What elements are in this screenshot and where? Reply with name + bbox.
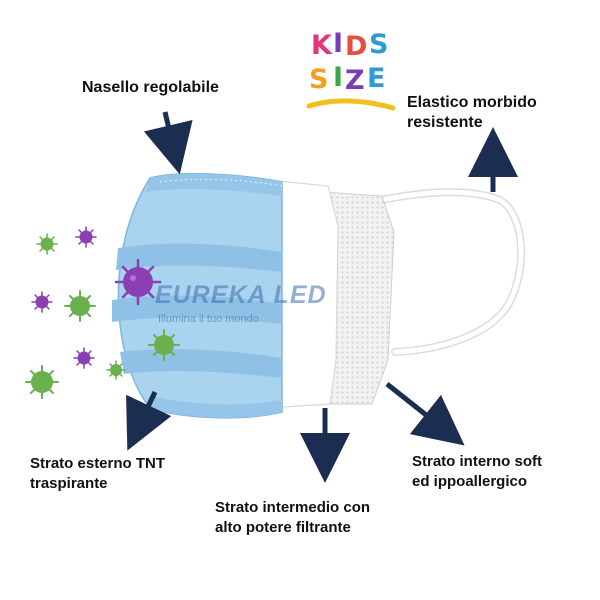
ear-loop — [356, 188, 526, 356]
logo-letter: S — [369, 29, 388, 60]
virus-icon — [114, 258, 162, 306]
watermark-tagline: Illumina il tuo mondo — [158, 313, 259, 325]
arrow-icon — [143, 111, 193, 175]
arrow-icon — [385, 382, 465, 446]
label-outer-layer: Strato esterno TNT traspirante — [30, 455, 166, 492]
virus-icon — [36, 233, 58, 255]
logo-letter: E — [367, 63, 385, 94]
callout-arrows — [126, 111, 518, 483]
label-elastic: Elastico morbido resistente — [407, 94, 537, 131]
watermark-brand: EUREKA LED — [155, 281, 327, 309]
virus-icons — [25, 226, 180, 399]
virus-icon — [31, 291, 53, 313]
virus-icon — [73, 347, 95, 369]
virus-icon — [64, 290, 96, 322]
outer-layer — [112, 172, 283, 419]
virus-icon — [106, 360, 126, 380]
label-inner-layer: Strato interno soft ed ippoallergico — [412, 453, 542, 490]
logo-letter: D — [345, 31, 367, 62]
logo-letter: I — [333, 28, 343, 59]
virus-icon — [75, 226, 97, 248]
label-middle-layer: Strato intermedio con alto potere filtra… — [215, 499, 371, 536]
arrow-icon — [126, 390, 172, 451]
logo-letter: Z — [345, 65, 365, 96]
virus-icon — [148, 329, 180, 361]
logo-letter: I — [333, 62, 343, 93]
kids-size-logo: K I D S S I Z E — [305, 28, 405, 118]
logo-letter: S — [309, 64, 328, 95]
logo-letter: K — [311, 30, 333, 61]
label-nose-clip: Nasello regolabile — [82, 79, 219, 96]
virus-icon — [25, 365, 59, 399]
